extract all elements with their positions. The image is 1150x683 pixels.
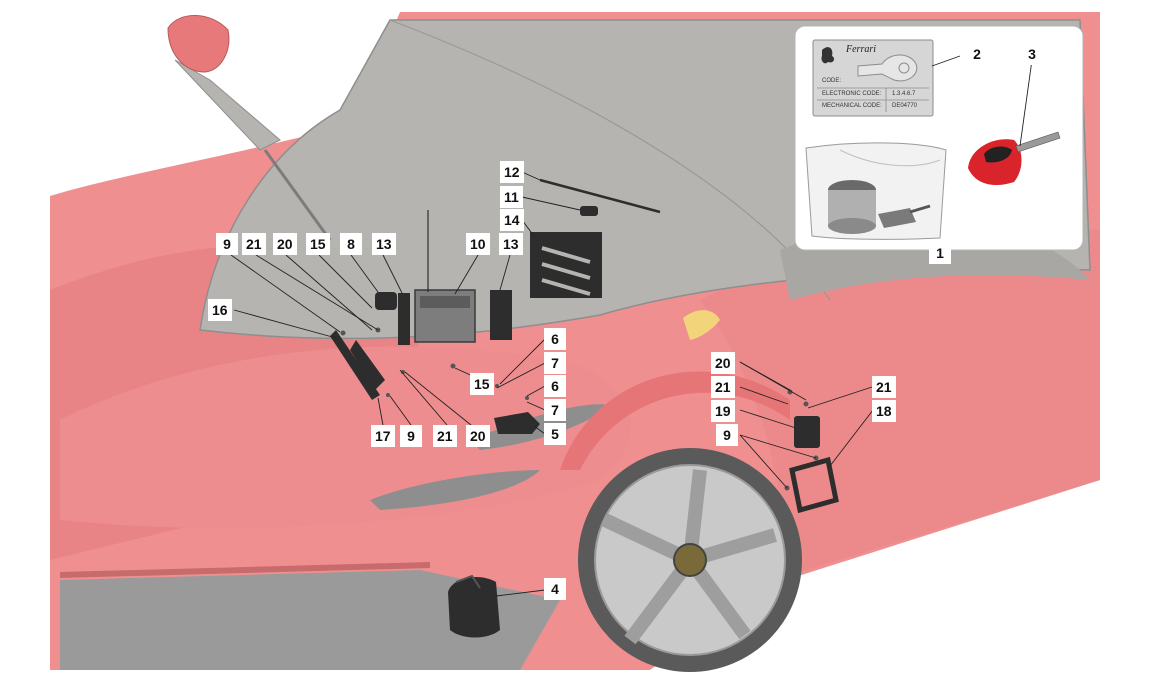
callout-13-left[interactable]: 13 <box>372 233 396 255</box>
callout-11[interactable]: 11 <box>500 186 523 208</box>
module-right <box>490 290 512 340</box>
callout-20-bottom[interactable]: 20 <box>466 425 490 447</box>
wiper <box>263 149 332 241</box>
callout-6-upper[interactable]: 6 <box>544 328 566 350</box>
callout-18[interactable]: 18 <box>872 400 896 422</box>
side-mirror <box>167 15 230 73</box>
wheel-hub <box>673 543 707 577</box>
hood-vent-right <box>470 404 610 450</box>
plate-mechanical-code-value: DE04770 <box>892 103 918 109</box>
mirror-arm <box>174 59 281 151</box>
callout-20-right[interactable]: 20 <box>711 352 735 374</box>
wheel-arch <box>560 371 790 470</box>
plate-brand: Ferrari <box>846 44 876 55</box>
callout-9-top[interactable]: 9 <box>216 233 238 255</box>
callout-20-top[interactable]: 20 <box>273 233 297 255</box>
callout-16[interactable]: 16 <box>208 299 232 321</box>
left-unit <box>350 340 385 390</box>
callout-21-right-right[interactable]: 21 <box>872 376 896 398</box>
shield-badge <box>683 310 720 340</box>
plate-mechanical-code-label: MECHANICAL CODE: <box>822 103 882 109</box>
callout-7-lower[interactable]: 7 <box>544 399 566 421</box>
callout-7-upper[interactable]: 7 <box>544 352 566 374</box>
callout-3[interactable]: 3 <box>1021 43 1043 65</box>
callout-8[interactable]: 8 <box>340 233 362 255</box>
callout-9-bottom[interactable]: 9 <box>400 425 422 447</box>
callout-21-bottom[interactable]: 21 <box>433 425 457 447</box>
callout-15-top[interactable]: 15 <box>306 233 330 255</box>
left-strip <box>330 330 380 400</box>
rear-module <box>794 416 820 448</box>
callout-17[interactable]: 17 <box>371 425 395 447</box>
callout-2[interactable]: 2 <box>966 43 988 65</box>
callout-1[interactable]: 1 <box>929 242 951 264</box>
key-blade <box>1015 131 1061 153</box>
key-outline <box>857 54 918 82</box>
callout-4[interactable]: 4 <box>544 578 566 600</box>
plate-electronic-code-label: ELECTRONIC CODE: <box>822 91 882 97</box>
front-splitter <box>59 562 431 578</box>
callout-9-right[interactable]: 9 <box>716 424 738 446</box>
small-sensor <box>580 206 598 216</box>
callout-12[interactable]: 12 <box>500 161 524 183</box>
callout-15-mid[interactable]: 15 <box>470 373 494 395</box>
callout-21-top[interactable]: 21 <box>242 233 266 255</box>
plate-code-label: CODE: <box>822 78 842 84</box>
callout-13-right[interactable]: 13 <box>499 233 523 255</box>
callout-21-right-left[interactable]: 21 <box>711 376 735 398</box>
screws <box>340 327 819 491</box>
module-left <box>398 293 410 345</box>
relay-box <box>494 412 540 434</box>
leader-lines <box>230 171 874 597</box>
front-intake <box>60 570 560 670</box>
plate-electronic-code-value: 1.3.4.6.7 <box>892 91 916 97</box>
rear-frame <box>789 456 839 514</box>
prancing-horse-logo <box>821 47 835 64</box>
callout-5[interactable]: 5 <box>544 423 566 445</box>
callout-6-lower[interactable]: 6 <box>544 375 566 397</box>
callout-19[interactable]: 19 <box>711 400 735 422</box>
side-panel <box>700 227 1100 575</box>
callout-14[interactable]: 14 <box>500 209 524 231</box>
connector <box>375 292 397 310</box>
lock-cylinder <box>448 577 500 638</box>
callout-10[interactable]: 10 <box>466 233 490 255</box>
bag-key-insert <box>878 208 916 228</box>
hood-vent-left <box>370 470 540 510</box>
antenna-wire <box>539 178 661 214</box>
